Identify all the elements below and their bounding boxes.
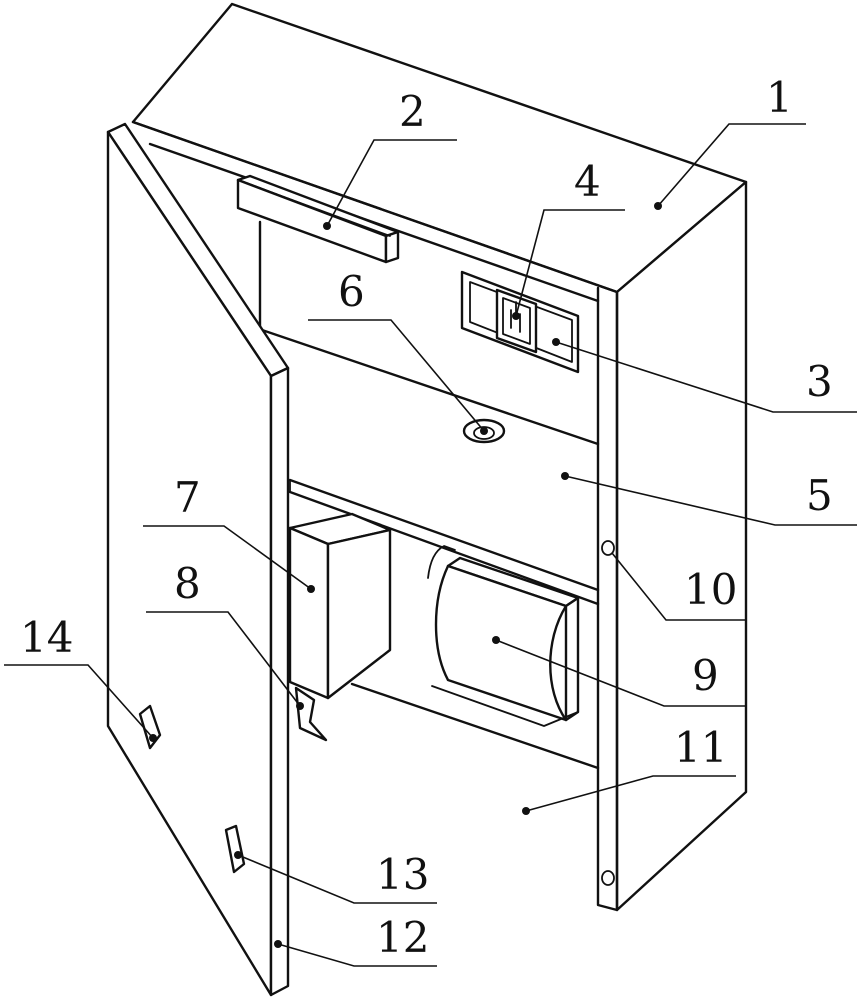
label-12: 12 (376, 913, 429, 962)
component-9-dispenser (427, 545, 580, 727)
cabinet-body (131, 2, 748, 912)
component-7-box (288, 512, 600, 770)
component-5-shelf (260, 328, 600, 606)
label-14: 14 (20, 613, 73, 662)
cabinet-interior (236, 174, 600, 770)
hinge-hole-10 (601, 540, 615, 556)
label-11: 11 (674, 723, 727, 772)
label-2: 2 (399, 87, 426, 136)
label-10: 10 (684, 565, 737, 614)
component-4-socket (495, 288, 538, 354)
lower-back-edge (350, 682, 600, 770)
component-13-latch (224, 824, 246, 874)
label-5: 5 (806, 471, 833, 520)
component-2-rail (236, 174, 400, 264)
cabinet-door (106, 122, 290, 997)
door-thickness-edge (269, 366, 290, 997)
label-4: 4 (574, 157, 601, 206)
right-frame-post (596, 286, 619, 912)
component-8-bracket (294, 686, 328, 742)
hinge-hole-lower (601, 870, 615, 886)
label-1: 1 (766, 73, 793, 122)
cabinet-top-face (131, 2, 748, 294)
label-6: 6 (338, 267, 365, 316)
leader-lines (4, 123, 857, 967)
label-9: 9 (692, 651, 719, 700)
number-labels: 1 2 3 4 5 6 7 8 9 10 11 12 13 14 (20, 73, 833, 962)
label-8: 8 (174, 559, 201, 608)
front-top-edge (131, 120, 619, 294)
label-7: 7 (174, 473, 201, 522)
cabinet-side-face (615, 180, 748, 912)
label-13: 13 (376, 850, 429, 899)
label-3: 3 (806, 357, 833, 406)
